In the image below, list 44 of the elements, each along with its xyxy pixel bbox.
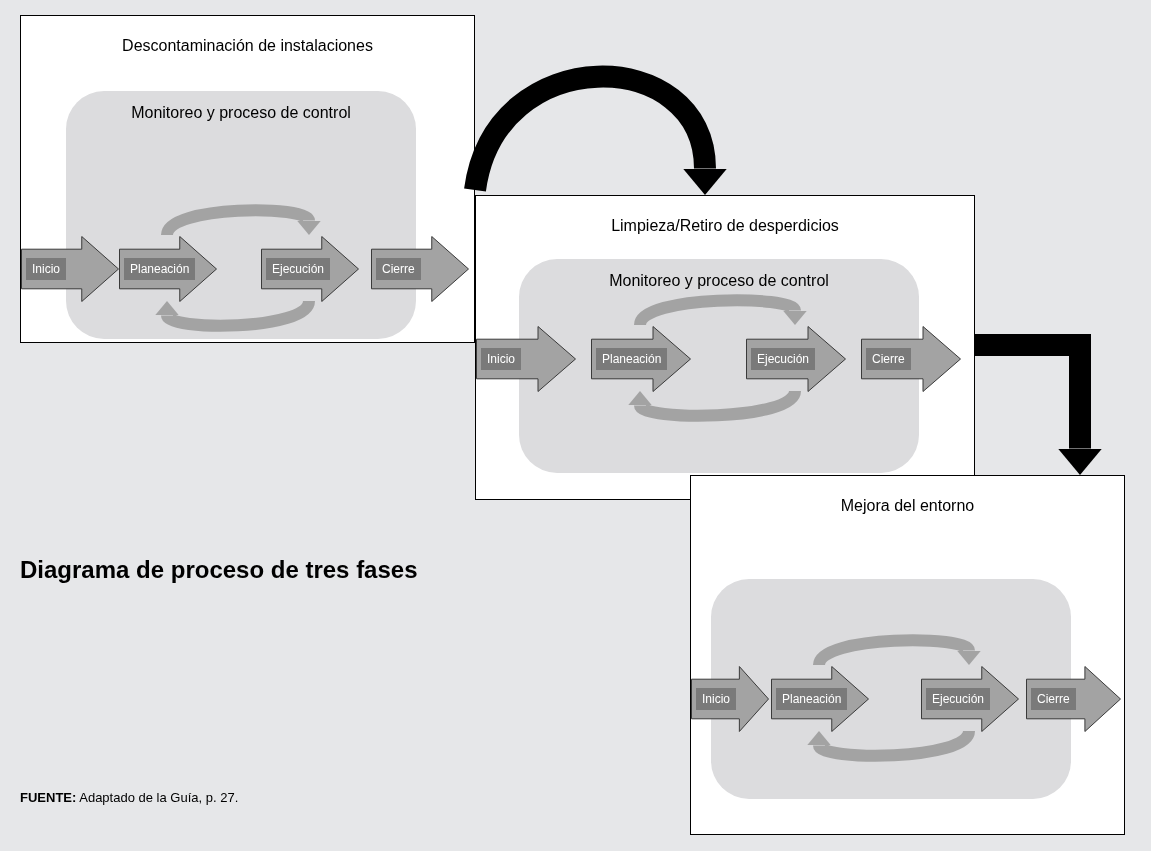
cycle-arrow [634, 294, 805, 328]
process-step-shape [771, 666, 869, 732]
step-label: Planeación [596, 348, 668, 370]
flow-arrow [975, 334, 1102, 475]
process-step-shape [119, 236, 217, 302]
monitoring-panel [519, 259, 919, 473]
phase-title: Mejora del entorno [839, 496, 976, 516]
cycle-arrow [813, 634, 979, 668]
cycle-arrow [161, 204, 319, 238]
step-label: Ejecución [751, 348, 816, 370]
step-label: Cierre [376, 258, 421, 280]
process-step-shape [261, 236, 359, 302]
process-step-shape [476, 326, 576, 392]
phase-title: Limpieza/Retiro de desperdicios [610, 216, 840, 236]
panel-title: Monitoreo y proceso de control [608, 271, 830, 291]
process-step-shape [21, 236, 119, 302]
step-label: Inicio [481, 348, 521, 370]
process-step-shape [691, 666, 769, 732]
process-step-shape [746, 326, 846, 392]
process-step-shape [1026, 666, 1121, 732]
phase-box [20, 15, 475, 343]
step-label: Ejecución [266, 258, 331, 280]
cycle-arrow [809, 728, 975, 762]
step-label: Planeación [776, 688, 848, 710]
step-label: Ejecución [926, 688, 991, 710]
flow-arrow [464, 65, 727, 195]
step-label: Cierre [1031, 688, 1076, 710]
cycle-arrow [630, 388, 801, 422]
process-step-shape [371, 236, 469, 302]
cycle-arrow [157, 298, 315, 332]
step-label: Inicio [696, 688, 736, 710]
step-label: Inicio [26, 258, 66, 280]
process-step-shape [921, 666, 1019, 732]
phase-box [690, 475, 1125, 835]
step-label: Cierre [866, 348, 911, 370]
diagram-title: Diagrama de proceso de tres fases [20, 555, 418, 585]
step-label: Planeación [124, 258, 196, 280]
panel-title: Monitoreo y proceso de control [130, 103, 352, 123]
process-step-shape [591, 326, 691, 392]
phase-box [475, 195, 975, 500]
phase-title: Descontaminación de instalaciones [121, 36, 374, 56]
process-step-shape [861, 326, 961, 392]
monitoring-panel [66, 91, 416, 339]
source-note: FUENTE: Adaptado de la Guía, p. 27. [20, 789, 239, 807]
